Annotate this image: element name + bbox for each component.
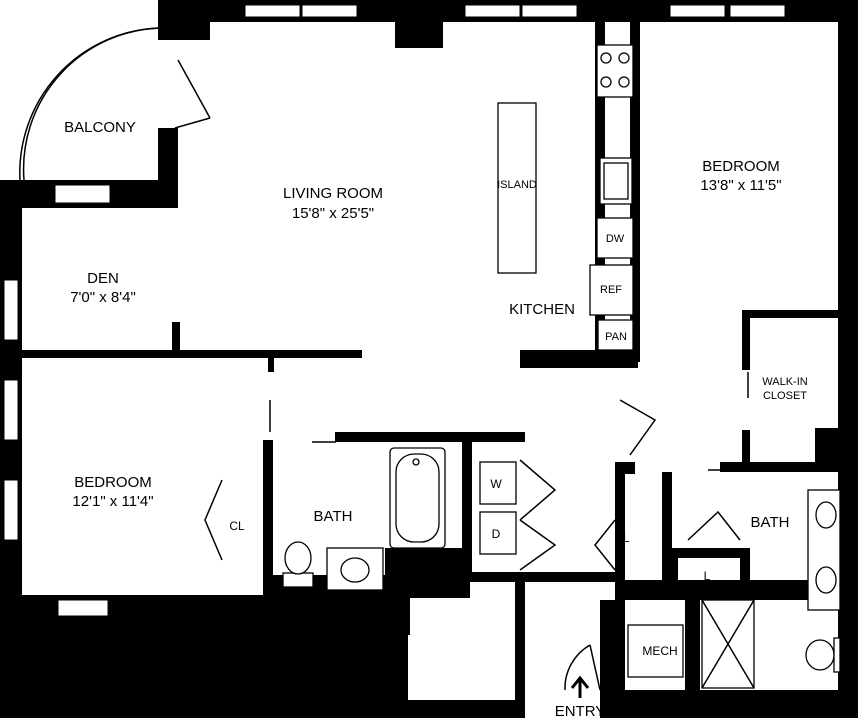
refrigerator-label: REF: [600, 284, 622, 296]
living-room-size: 15'8" x 25'5": [292, 205, 374, 222]
dishwasher-label: DW: [606, 233, 625, 245]
closet-left-label: CL: [229, 519, 245, 533]
bedroom-left-size: 12'1" x 11'4": [72, 493, 153, 510]
closet-mid-label: CL: [614, 531, 630, 545]
balcony-label: BALCONY: [64, 119, 136, 136]
dryer-label: D: [492, 527, 501, 541]
bedroom-left-label: BEDROOM: [74, 474, 152, 491]
den-size: 7'0" x 8'4": [70, 289, 136, 306]
linen-closet-label: L: [704, 569, 711, 583]
bedroom-right-size: 13'8" x 11'5": [700, 177, 781, 194]
living-room-label: LIVING ROOM: [283, 185, 383, 202]
windows: [3, 4, 786, 617]
room-labels: BALCONY LIVING ROOM 15'8" x 25'5" ISLAND…: [64, 119, 808, 718]
bedroom-right-label: BEDROOM: [702, 158, 780, 175]
bath-right-label: BATH: [751, 514, 790, 531]
den-label: DEN: [87, 270, 119, 287]
kitchen-fixtures: [497, 44, 634, 351]
mech-label: MECH: [642, 644, 677, 658]
doors: [19, 27, 749, 691]
fixture-labels: DW REF PAN W D L: [490, 233, 710, 583]
entry-label: ENTRY: [555, 703, 606, 718]
pantry-label: PAN: [605, 331, 627, 343]
island-label: ISLAND: [497, 179, 537, 191]
kitchen-label: KITCHEN: [509, 301, 575, 318]
bath-fixtures: [282, 447, 841, 689]
bath-left-label: BATH: [314, 508, 353, 525]
walkin-label-line2: CLOSET: [763, 390, 807, 402]
washer-label: W: [490, 477, 502, 491]
walkin-label-line1: WALK-IN: [762, 376, 807, 388]
up-arrow-icon: [570, 675, 590, 698]
